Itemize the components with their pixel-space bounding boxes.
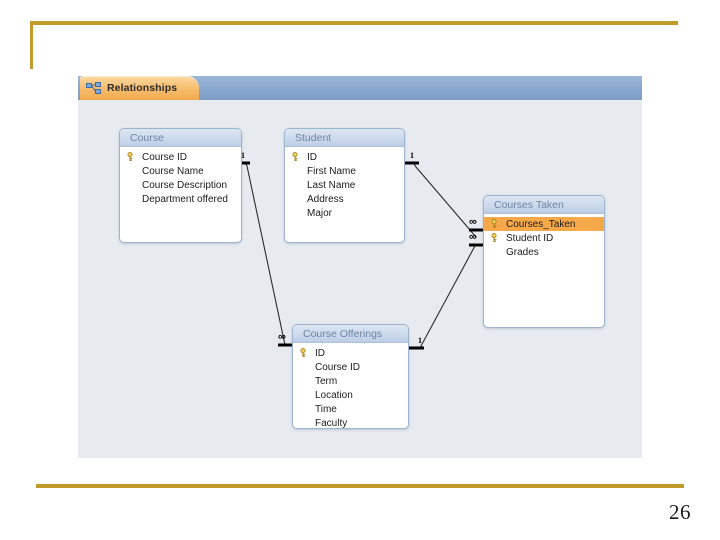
field-row[interactable]: First Name [285,164,404,178]
table-fields-courses-taken: Courses_Taken Student ID Grades [484,214,604,259]
connector-course-to-offerings [245,163,286,346]
connector-student-to-courses-taken [413,163,477,238]
primary-key-icon [300,390,313,400]
table-box-student[interactable]: Student ID First Name Last Name Address [284,128,405,243]
field-name: Course Description [142,179,228,191]
table-fields-student: ID First Name Last Name Address Major [285,147,404,220]
primary-key-icon [292,194,305,204]
primary-key-icon [127,166,140,176]
primary-key-icon [127,194,140,204]
table-title-course-offerings: Course Offerings [293,325,408,343]
cardinality-many-offerings: ∞ [278,331,286,343]
primary-key-icon [292,208,305,218]
primary-key-icon [300,348,313,358]
connector-offerings-to-courses-taken [420,243,477,349]
field-name: Course ID [142,151,188,163]
relationships-window: Relationships 1 1 1 ∞ ∞ ∞ Course [78,76,642,458]
field-name: Last Name [307,179,356,191]
field-row[interactable]: Courses_Taken [484,217,604,231]
primary-key-icon [300,362,313,372]
field-name: ID [315,347,325,359]
slide-accent-line-left [30,21,33,69]
primary-key-icon [300,376,313,386]
slide-accent-line-bottom [36,484,684,488]
field-row[interactable]: Address [285,192,404,206]
field-name: Grades [506,246,539,258]
field-name: Location [315,389,353,401]
relationships-diagram-canvas[interactable]: 1 1 1 ∞ ∞ ∞ Course Course ID Course Name… [78,100,642,458]
field-name: First Name [307,165,356,177]
table-fields-course-offerings: ID Course ID Term Location Time [293,343,408,429]
slide-accent-line-top [30,21,678,25]
field-row[interactable]: Course ID [120,150,241,164]
field-row[interactable]: Course ID [293,360,408,374]
relationships-icon [86,81,101,95]
cardinality-many-courses-taken-bottom: ∞ [469,231,477,243]
table-box-course[interactable]: Course Course ID Course Name Course Desc… [119,128,242,243]
table-title-course: Course [120,129,241,147]
primary-key-icon [292,180,305,190]
field-name: Course Name [142,165,204,177]
field-row[interactable]: Student ID [484,231,604,245]
tab-relationships-label: Relationships [107,82,178,94]
table-fields-course: Course ID Course Name Course Description… [120,147,241,206]
table-title-courses-taken: Courses Taken [484,196,604,214]
field-name: Major [307,207,333,219]
field-row[interactable]: Last Name [285,178,404,192]
page-number: 26 [669,500,691,524]
field-name: Address [307,193,344,205]
field-name: Time [315,403,337,415]
field-row[interactable]: Major [285,206,404,220]
primary-key-icon [292,152,305,162]
table-box-course-offerings[interactable]: Course Offerings ID Course ID Term Locat… [292,324,409,429]
primary-key-icon [292,166,305,176]
field-name: Term [315,375,338,387]
primary-key-icon [300,404,313,414]
field-row[interactable]: Time [293,402,408,416]
field-name: ID [307,151,317,163]
field-row[interactable]: ID [293,346,408,360]
cardinality-one-course: 1 [241,151,245,160]
cardinality-many-courses-taken-top: ∞ [469,216,477,228]
cardinality-one-student: 1 [410,151,414,160]
table-title-student: Student [285,129,404,147]
field-row[interactable]: Course Description [120,178,241,192]
primary-key-icon [491,247,504,257]
field-row[interactable]: Faculty [293,416,408,429]
primary-key-icon [491,233,504,243]
field-name: Faculty [315,417,348,429]
field-name: Course ID [315,361,361,373]
field-row[interactable]: ID [285,150,404,164]
field-name: Courses_Taken [506,218,576,230]
tab-relationships[interactable]: Relationships [80,76,200,100]
primary-key-icon [491,219,504,229]
table-box-courses-taken[interactable]: Courses Taken Courses_Taken Student ID G… [483,195,605,328]
field-name: Student ID [506,232,554,244]
primary-key-icon [127,152,140,162]
field-row[interactable]: Course Name [120,164,241,178]
field-name: Department offered [142,193,228,205]
primary-key-icon [127,180,140,190]
field-row[interactable]: Location [293,388,408,402]
primary-key-icon [300,418,313,428]
field-row[interactable]: Department offered [120,192,241,206]
field-row[interactable]: Grades [484,245,604,259]
field-row[interactable]: Term [293,374,408,388]
cardinality-one-offerings: 1 [418,336,422,345]
